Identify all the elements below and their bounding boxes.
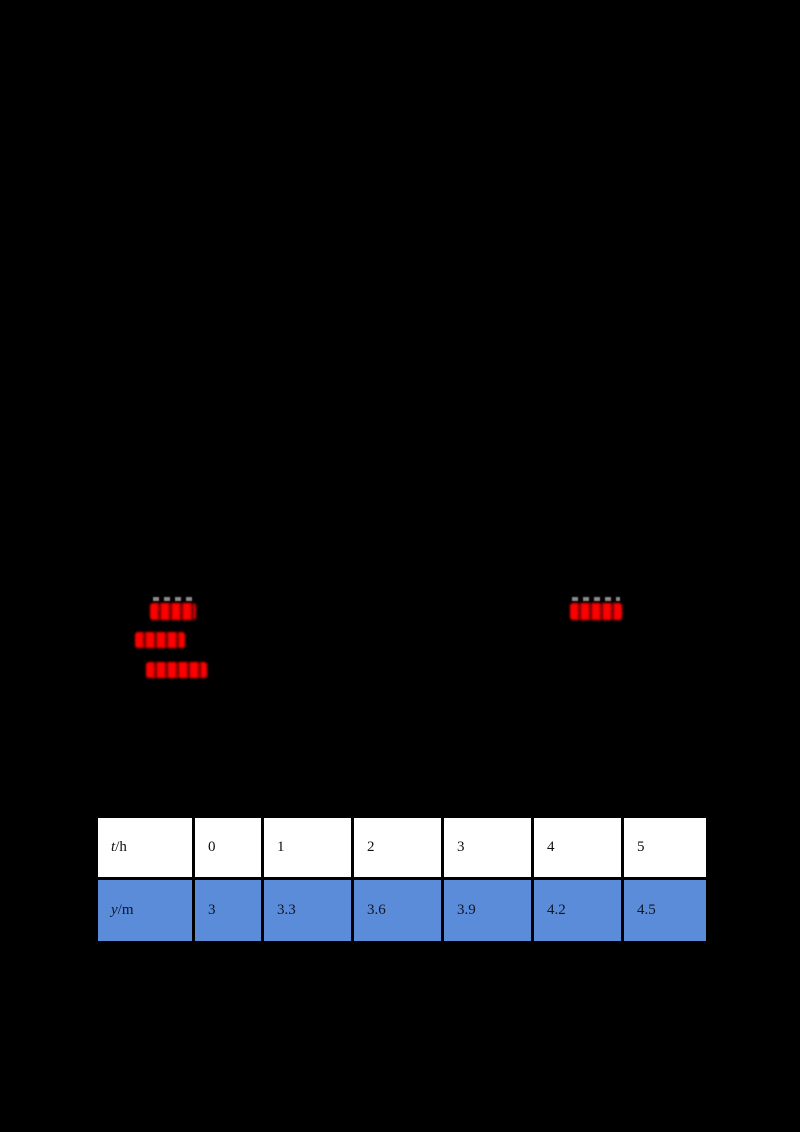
table-cell: 3	[192, 877, 264, 944]
variable-y: y	[111, 902, 118, 918]
variable-t: t	[111, 839, 116, 855]
table-cell: 4	[531, 815, 624, 880]
table-row-height: y/m 3 3.3 3.6 3.9 4.2 4.5	[95, 877, 709, 944]
gray-tick-marks	[572, 597, 620, 601]
red-ink-annotation	[146, 662, 207, 678]
table-cell: 0	[192, 815, 264, 880]
row-label-height: y/m	[95, 877, 195, 944]
unit-meters: /m	[117, 902, 134, 918]
table-cell: 3	[441, 815, 534, 880]
table-cell: 4.2	[531, 877, 624, 944]
table-cell: 3.6	[351, 877, 444, 944]
table-cell: 1	[261, 815, 354, 880]
data-table: t/h 0 1 2 3 4 5 y/m 3 3.3 3.6 3.9 4.2 4.…	[95, 815, 709, 944]
data-table-container: t/h 0 1 2 3 4 5 y/m 3 3.3 3.6 3.9 4.2 4.…	[95, 815, 709, 944]
table-cell: 3.3	[261, 877, 354, 944]
table-cell: 4.5	[621, 877, 709, 944]
table-cell: 5	[621, 815, 709, 880]
gray-tick-marks	[153, 597, 195, 601]
table-cell: 3.9	[441, 877, 534, 944]
red-ink-annotation	[150, 603, 196, 620]
unit-hours: /h	[115, 839, 127, 855]
red-ink-annotation	[570, 603, 622, 620]
table-cell: 2	[351, 815, 444, 880]
table-row-time: t/h 0 1 2 3 4 5	[95, 815, 709, 880]
row-label-time: t/h	[95, 815, 195, 880]
red-ink-annotation	[135, 632, 185, 648]
